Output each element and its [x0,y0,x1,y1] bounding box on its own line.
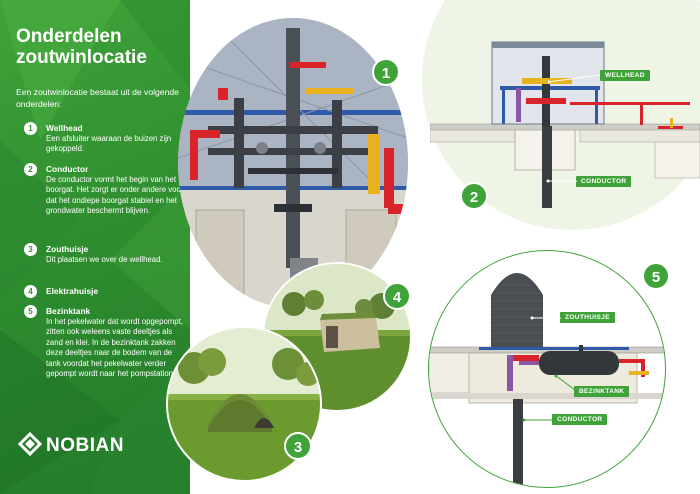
item-number: 3 [24,243,37,256]
wellhead-render [178,18,408,308]
item-title: Elektrahuisje [46,286,99,296]
bezinktank-label: BEZINKTANK [574,386,630,397]
badge-5: 5 [642,262,670,290]
item-number: 1 [24,122,37,135]
badge-4: 4 [383,282,411,310]
conductor-bottom-leader-line [522,418,553,422]
zouthuisje-leader-line [530,316,561,320]
bezinktank-section-drawing [429,273,665,487]
badge-2: 2 [460,182,488,210]
item-title: Conductor [46,164,89,174]
bezinktank-leader-line [554,374,576,391]
intro-text: Een zoutwinlocatie bestaat uit de volgen… [16,87,179,109]
item-description: De conductor vormt het begin van het boo… [46,175,184,216]
item-number: 4 [24,285,37,298]
wellhead-label: WELLHEAD [600,70,650,81]
title-line-2: zoutwinlocatie [16,47,147,68]
wellhead-photo-circle [178,18,408,308]
zouthuisje-label: ZOUTHUISJE [560,312,615,323]
item-number: 5 [24,305,37,318]
wellhead-leader-line [548,74,601,84]
page-title: Onderdelen zoutwinlocatie [16,26,186,68]
bezinktank-section-circle [428,250,666,488]
item-description: Een afsluiter waaraan de buizen zijn gek… [46,134,172,154]
conductor-label-bottom: CONDUCTOR [552,414,608,425]
nobian-diamond-icon [18,432,42,456]
item-number: 2 [24,163,37,176]
zouthuisje-photo-circle [166,326,322,482]
wellhead-section-drawing [430,41,700,208]
badge-1: 1 [372,58,400,86]
item-description: Dit plaatsen we over de wellhead. [46,255,163,264]
item-title: Bezinktank [46,306,91,316]
item-title: Zouthuisje [46,244,89,254]
item-description: In het pekelwater dat wordt opgepompt, z… [46,317,183,379]
sidebar: Onderdelen zoutwinlocatie Een zoutwinloc… [0,0,190,494]
item-title: Wellhead [46,123,83,133]
title-line-1: Onderdelen [16,26,122,47]
badge-3: 3 [284,432,312,460]
logo-text: NOBIAN [46,435,124,456]
conductor-label-top: CONDUCTOR [576,176,632,187]
conductor-leader-line [546,179,577,183]
